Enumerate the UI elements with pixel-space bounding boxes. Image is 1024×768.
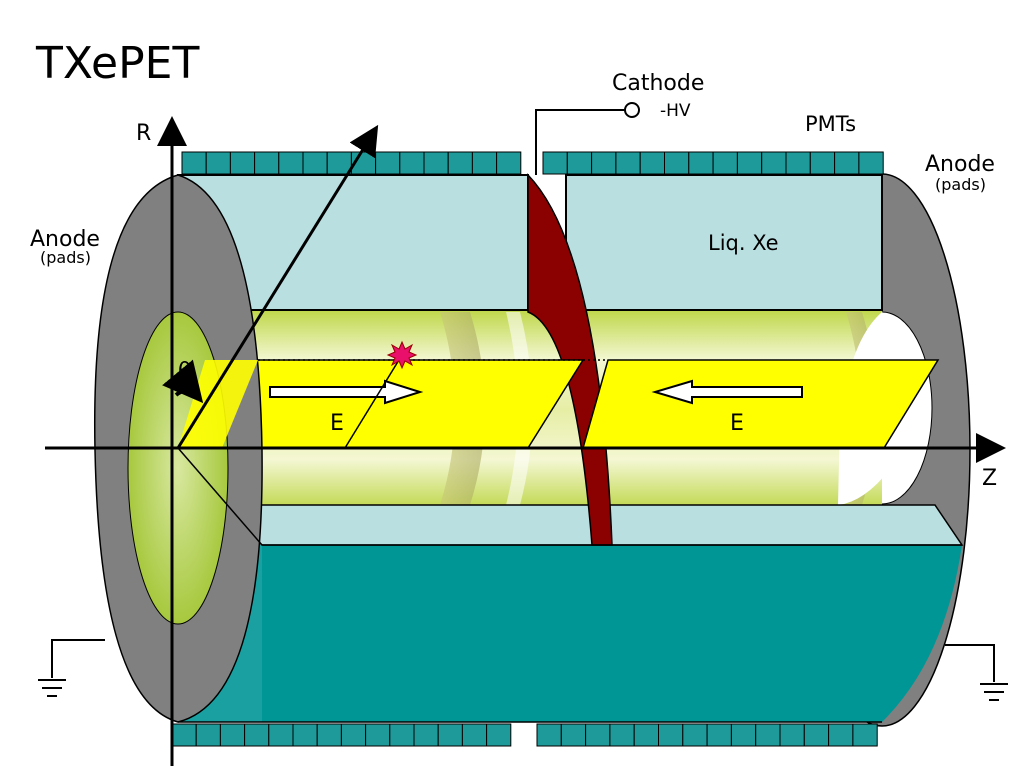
theta-label: θ xyxy=(178,359,191,384)
pmt-tile xyxy=(658,723,684,747)
ground-icon xyxy=(38,639,105,697)
r-axis-label: R xyxy=(136,121,151,146)
anode-right-label: Anode xyxy=(925,152,995,177)
spark-icon xyxy=(386,340,418,370)
ground-icon xyxy=(945,644,1008,701)
pmt-tile xyxy=(486,723,512,747)
pmt-tile xyxy=(664,151,690,175)
pmt-tile xyxy=(779,723,805,747)
pmt-tile xyxy=(365,723,391,747)
pmt-tile xyxy=(803,723,830,747)
pmt-tile xyxy=(326,151,352,175)
pmt-tile xyxy=(712,151,738,175)
pmt-tile xyxy=(633,723,660,747)
field-label-left: E xyxy=(330,411,344,436)
cathode-voltage: -HV xyxy=(660,101,691,121)
pmt-tile xyxy=(585,723,611,747)
pmt-tile xyxy=(181,151,207,175)
pmt-tile xyxy=(560,723,587,747)
pmt-tile xyxy=(706,723,732,747)
pmt-tile xyxy=(809,151,836,175)
pmt-array-bottom-left xyxy=(171,723,512,747)
pmt-tile xyxy=(639,151,666,175)
pmt-tile xyxy=(496,151,522,175)
pmt-tile xyxy=(591,151,617,175)
pmt-tile xyxy=(609,723,635,747)
pmts-label: PMTs xyxy=(805,112,856,136)
field-label-right: E xyxy=(730,411,744,436)
pmt-tile xyxy=(852,723,878,747)
pmt-tile xyxy=(292,723,318,747)
pmt-tile xyxy=(471,151,498,175)
pmt-tile xyxy=(375,151,401,175)
pmt-tile xyxy=(171,723,197,747)
cathode-label: Cathode xyxy=(612,71,704,96)
pmt-tile xyxy=(254,151,280,175)
anode-right-sub: (pads) xyxy=(935,175,986,194)
rotation-arrow-icon xyxy=(162,359,204,404)
liquid-xenon-top-right xyxy=(565,174,883,311)
pmt-tile xyxy=(828,723,854,747)
pmt-tile xyxy=(615,151,641,175)
pmt-tile xyxy=(461,723,488,747)
anode-left-sub: (pads) xyxy=(40,248,91,267)
pmt-tile xyxy=(755,723,781,747)
field-plane-right xyxy=(582,359,940,449)
pmt-tile xyxy=(761,151,787,175)
pmt-tile xyxy=(340,723,367,747)
pmt-tile xyxy=(688,151,714,175)
liquid-xenon-bottom xyxy=(178,545,882,722)
pmt-array-top-left xyxy=(181,151,522,175)
pmt-array-top-right xyxy=(542,151,884,175)
arrow-icon xyxy=(651,379,803,405)
pmt-tile xyxy=(423,151,449,175)
radial-vector xyxy=(176,124,379,449)
pmt-tile xyxy=(244,723,270,747)
pmt-tile xyxy=(437,723,463,747)
pmt-tile xyxy=(785,151,811,175)
arrow-icon xyxy=(269,379,424,405)
pmt-tile xyxy=(566,151,593,175)
pmt-tile xyxy=(268,723,294,747)
cathode-wire xyxy=(535,109,625,175)
pmt-tile xyxy=(730,723,757,747)
pmt-tile xyxy=(736,151,763,175)
liquid-xenon-label: Liq. Xe xyxy=(708,231,779,255)
page-title: TXePET xyxy=(35,38,199,89)
pmt-array-bottom-right xyxy=(536,723,878,747)
pmt-tile xyxy=(278,151,304,175)
pmt-tile xyxy=(447,151,473,175)
pmt-tile xyxy=(834,151,860,175)
cathode-terminal xyxy=(624,102,640,118)
pmt-tile xyxy=(389,723,415,747)
pmt-tile xyxy=(399,151,425,175)
pmt-tile xyxy=(682,723,708,747)
pmt-tile xyxy=(302,151,328,175)
z-axis-label: Z xyxy=(982,466,997,491)
pmt-tile xyxy=(219,723,246,747)
pmt-tile xyxy=(536,723,562,747)
anode-left-label: Anode xyxy=(30,227,100,252)
pmt-tile xyxy=(413,723,439,747)
pmt-tile xyxy=(542,151,568,175)
pmt-tile xyxy=(195,723,221,747)
pmt-tile xyxy=(229,151,256,175)
pmt-tile xyxy=(858,151,884,175)
pmt-tile xyxy=(316,723,342,747)
pmt-tile xyxy=(205,151,231,175)
